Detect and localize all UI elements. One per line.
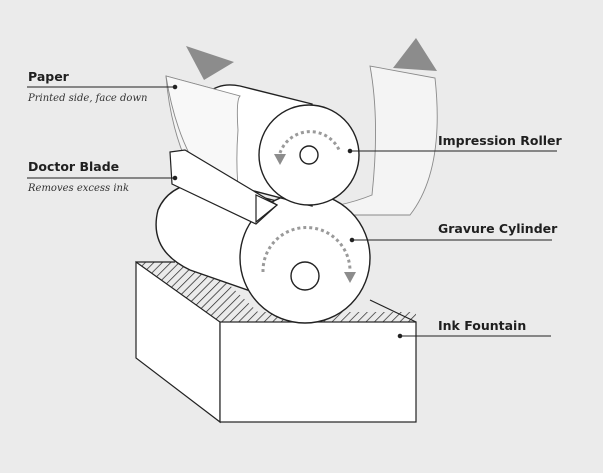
- impression-rotation-arrow-icon: [274, 130, 342, 165]
- paper-exit-arrow-icon: [393, 38, 437, 71]
- paper-feed-arrow-icon: [186, 46, 234, 80]
- gravure-cylinder-label: Gravure Cylinder: [438, 221, 558, 236]
- impression-roller-label: Impression Roller: [438, 133, 562, 148]
- ink-fountain-box: [135, 260, 417, 424]
- ink-surface: [136, 262, 416, 322]
- doctor-blade: [169, 149, 279, 225]
- leader-lines: [27, 84, 557, 339]
- doctor-blade-sublabel: Removes excess ink: [28, 183, 130, 194]
- paper-label: Paper: [28, 69, 69, 84]
- paper-sublabel: Printed side, face down: [28, 93, 148, 104]
- gravure-rotation-arrow-icon: [261, 226, 356, 283]
- ink-fountain-label: Ink Fountain: [438, 318, 527, 333]
- doctor-blade-label: Doctor Blade: [28, 159, 120, 174]
